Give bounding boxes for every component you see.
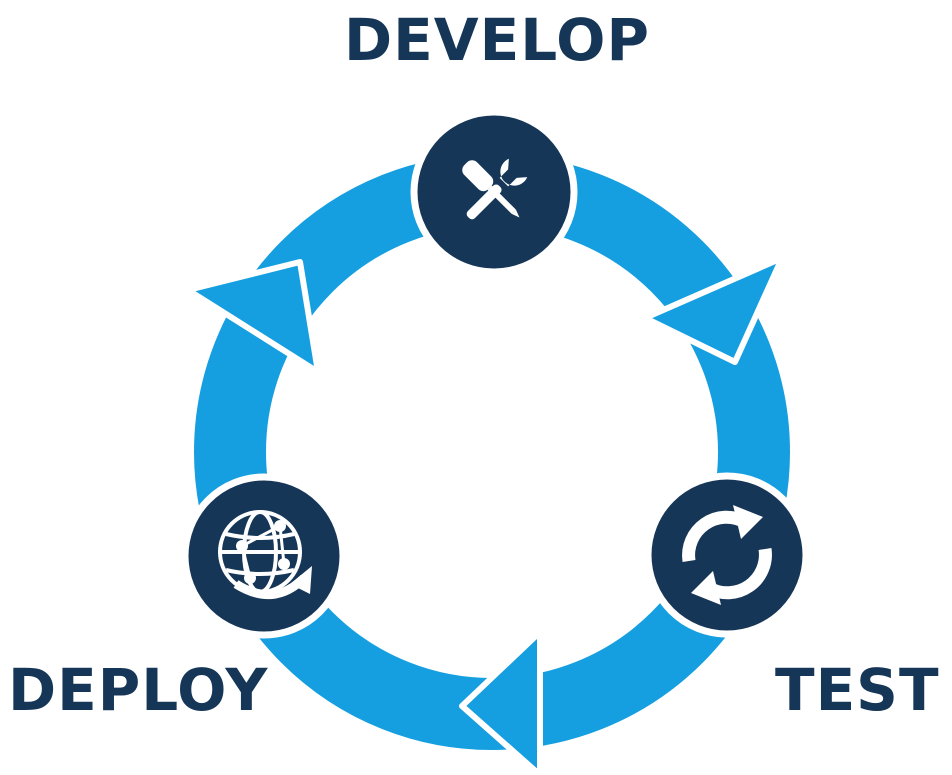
arrow-deploy-to-develop bbox=[185, 259, 321, 375]
wrench-screwdriver-icon bbox=[462, 158, 528, 220]
globe-network-icon bbox=[218, 510, 312, 600]
arrow-develop-to-test bbox=[642, 255, 785, 365]
develop-label: DEVELOP bbox=[344, 6, 650, 74]
arrow-test-to-deploy bbox=[459, 629, 543, 775]
test-label: TEST bbox=[775, 656, 940, 724]
refresh-arrows-icon bbox=[682, 505, 772, 605]
deploy-label: DEPLOY bbox=[8, 656, 269, 724]
node-deploy bbox=[181, 473, 347, 639]
node-develop bbox=[410, 108, 578, 276]
node-test bbox=[644, 472, 810, 638]
